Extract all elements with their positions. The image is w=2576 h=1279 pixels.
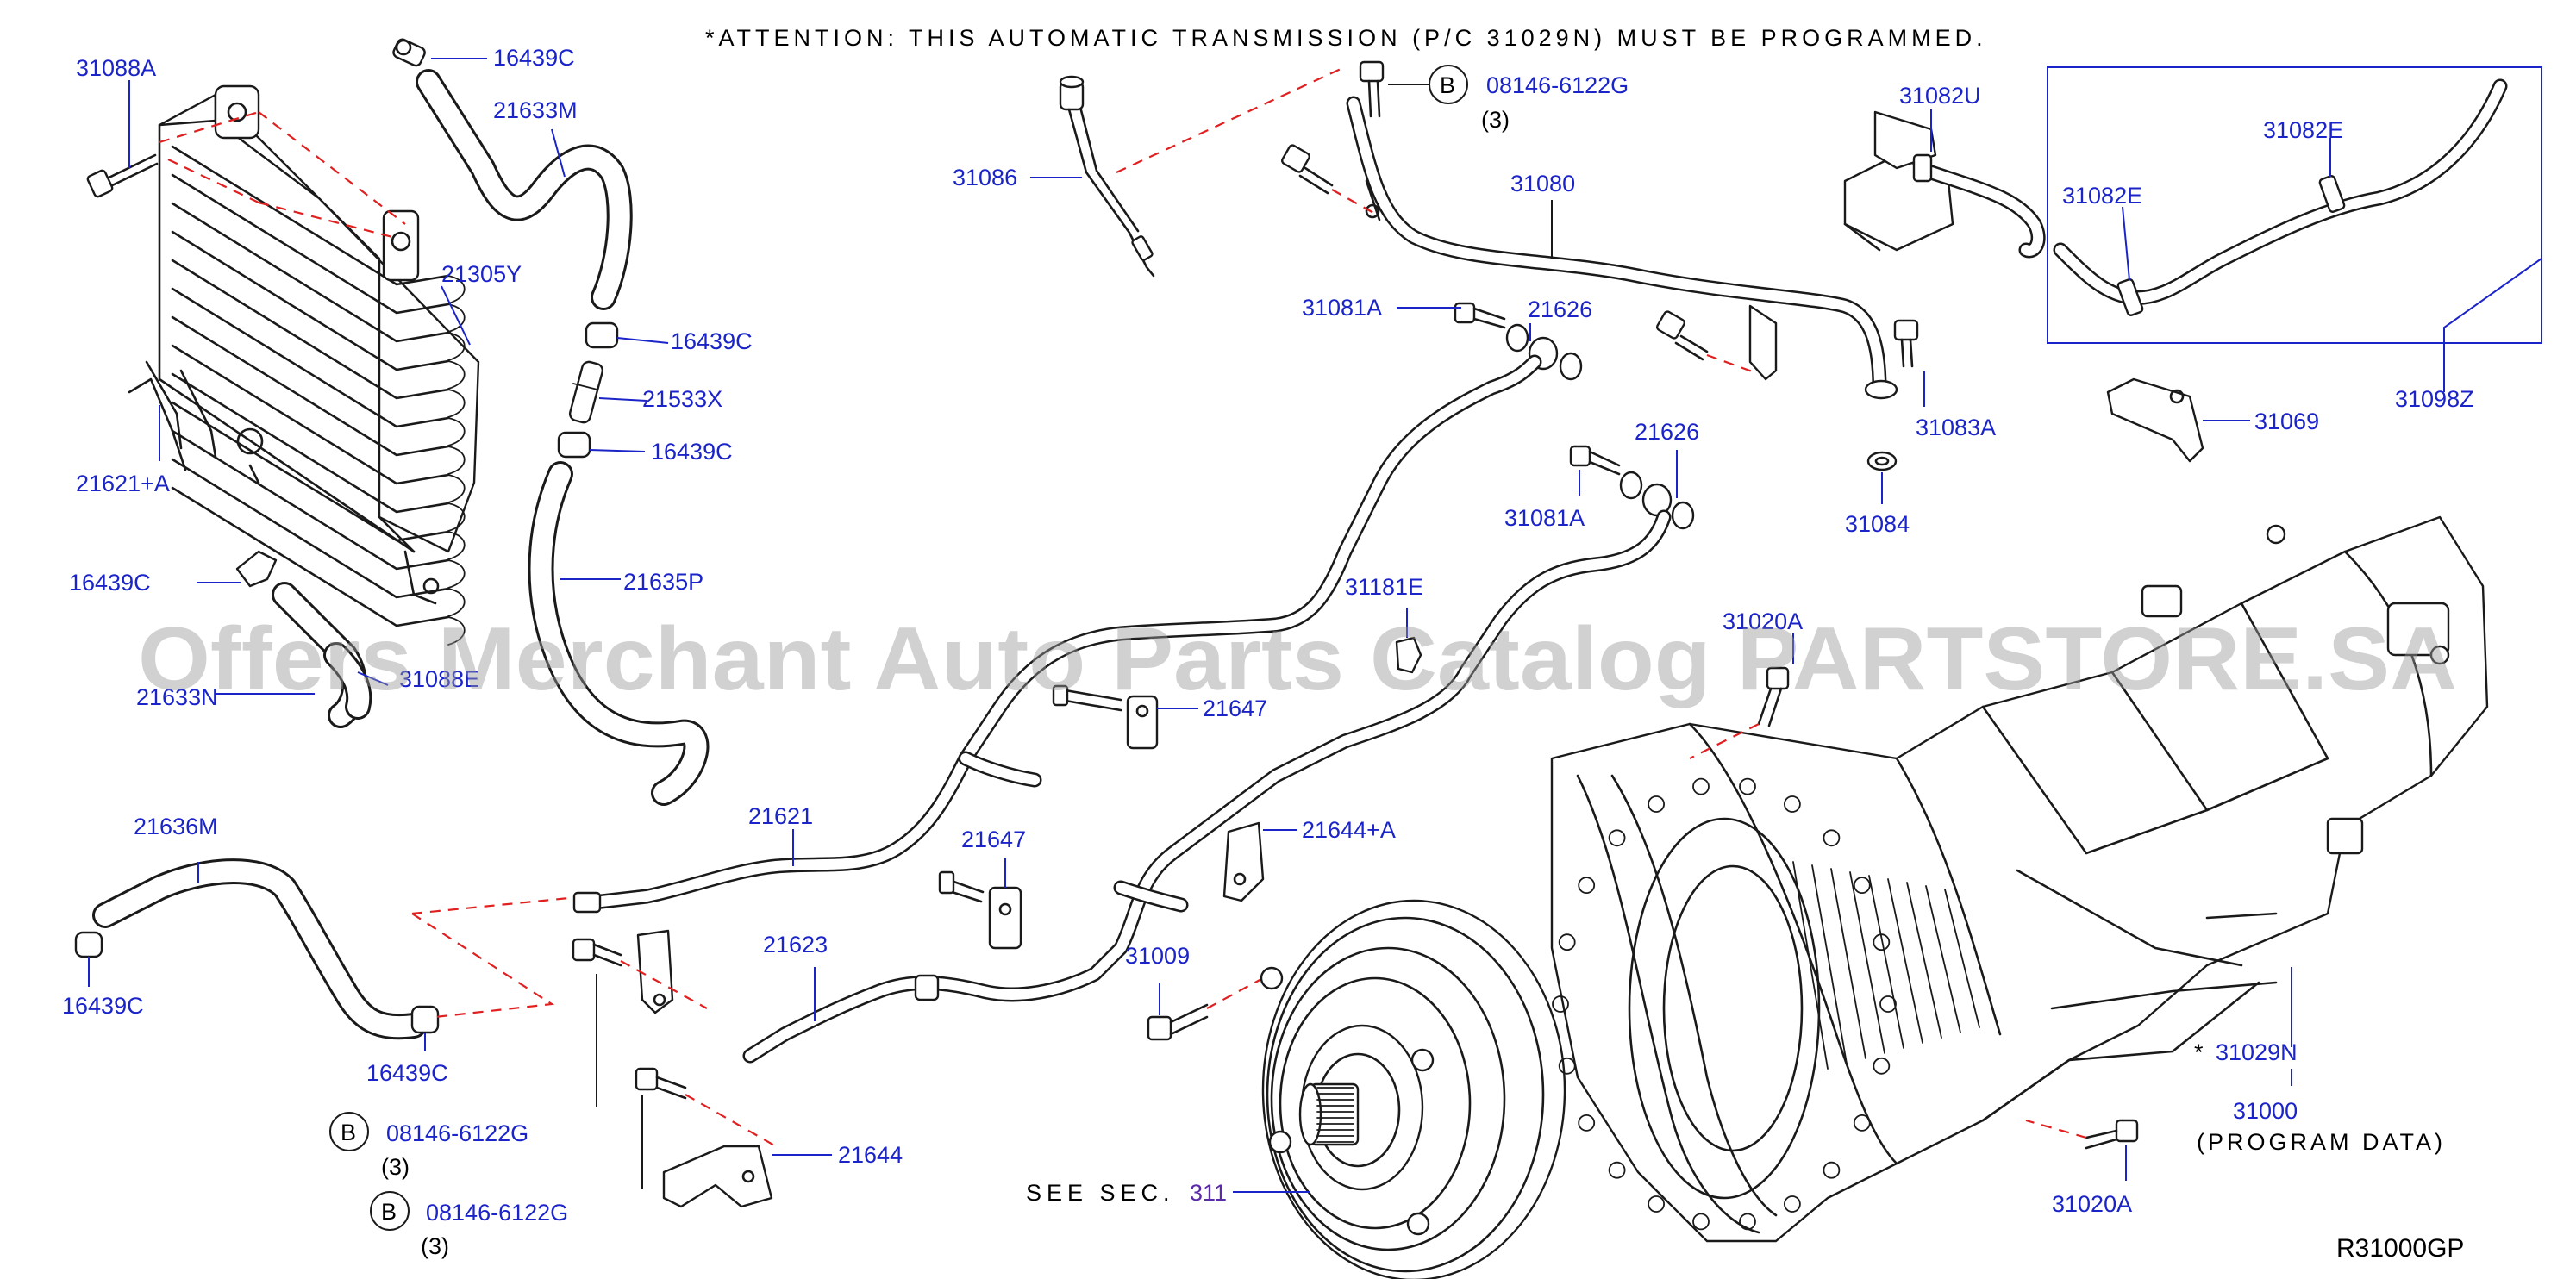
bracket-stack-bolt[interactable]	[572, 929, 674, 1014]
bolt-callout-b-1: B	[329, 1112, 369, 1151]
label-31082e-right: 31082E	[2263, 117, 2343, 143]
label-31020a-top: 31020A	[1723, 608, 1803, 634]
label-31181e: 31181E	[1345, 574, 1423, 600]
cooler-line-21621[interactable]	[572, 354, 1542, 914]
bolt-31020a-bottom[interactable]	[2085, 1119, 2139, 1150]
clip-31181e[interactable]	[1395, 636, 1422, 674]
clamp-16439c-bm[interactable]	[410, 1005, 440, 1034]
label-16439c-left: 16439C	[69, 570, 151, 596]
label-31082u: 31082U	[1899, 83, 1981, 109]
label-31009: 31009	[1125, 943, 1190, 969]
bolt-callout-b-top: B	[1429, 65, 1468, 104]
label-31080: 31080	[1510, 171, 1575, 197]
b-top-part: 08146-6122G	[1486, 72, 1629, 98]
diagram-code: R31000GP	[2336, 1234, 2464, 1263]
filler-tube-31080[interactable]	[1346, 96, 1898, 400]
oil-cooler-21305y[interactable]	[128, 84, 480, 646]
watermark-text: Offers Merchant Auto Parts Catalog PARTS…	[138, 609, 2457, 709]
circle-b-label-1: B	[341, 1120, 356, 1145]
see-sec-text: SEE SEC.	[1026, 1180, 1175, 1206]
clamp-16439c-left[interactable]	[235, 550, 278, 588]
b-top-qty: (3)	[1481, 107, 1510, 133]
label-16439c-a: 16439C	[671, 328, 753, 354]
label-21626-upper: 21626	[1528, 296, 1592, 322]
label-31088e: 31088E	[399, 666, 479, 692]
clamp-16439c-bl[interactable]	[74, 931, 103, 958]
label-31084: 31084	[1845, 511, 1910, 537]
label-21636m: 21636M	[134, 814, 218, 839]
label-16439c-bm: 16439C	[366, 1060, 448, 1086]
label-program-data: (PROGRAM DATA)	[2197, 1129, 2446, 1155]
torque-converter-311[interactable]	[1260, 899, 1566, 1279]
label-16439c-top: 16439C	[493, 45, 575, 71]
bolt-callout-b-2: B	[370, 1191, 410, 1231]
label-21647-upper: 21647	[1203, 696, 1267, 721]
clip-21647-lower[interactable]	[938, 870, 1022, 950]
ring-31084[interactable]	[1866, 451, 1898, 471]
bolt-31009[interactable]	[1147, 1003, 1209, 1041]
bolt-b-top[interactable]	[1359, 60, 1385, 118]
label-31069: 31069	[2254, 409, 2319, 434]
bracket-31082u[interactable]	[1843, 110, 2046, 259]
label-21633n: 21633N	[136, 684, 218, 710]
clamp-16439c-a[interactable]	[585, 321, 619, 349]
label-31029n: 31029N	[2216, 1039, 2298, 1065]
label-31098z: 31098Z	[2395, 386, 2474, 412]
bolt-filler-right[interactable]	[1656, 310, 1709, 361]
banjo-bolt-31081a-lower[interactable]	[1569, 445, 1695, 530]
label-31088a: 31088A	[76, 55, 156, 81]
hose-21635p[interactable]	[528, 461, 710, 806]
label-16439c-b: 16439C	[651, 439, 733, 465]
label-21621a: 21621+A	[76, 471, 170, 496]
inset-box	[2047, 66, 2542, 344]
circle-b-label-top: B	[1440, 72, 1455, 98]
label-16439c-bl: 16439C	[62, 993, 144, 1019]
hose-21633m[interactable]	[416, 69, 633, 310]
label-21305y: 21305Y	[441, 261, 522, 287]
cooler-line-21623[interactable]	[742, 509, 1672, 1064]
label-31081a-upper: 31081A	[1302, 295, 1382, 321]
label-31081a-lower: 31081A	[1504, 505, 1585, 531]
label-31000: 31000	[2233, 1098, 2298, 1124]
bracket-21644[interactable]	[635, 1067, 773, 1208]
clamp-16439c-top[interactable]	[392, 38, 427, 67]
bracket-31069[interactable]	[2106, 377, 2204, 463]
circle-b-label-2: B	[381, 1199, 397, 1225]
label-21635p: 21635P	[623, 569, 703, 595]
label-21644a: 21644+A	[1302, 817, 1396, 843]
label-21644: 21644	[838, 1142, 903, 1168]
label-311: 311	[1190, 1180, 1227, 1206]
label-21647-lower: 21647	[961, 827, 1026, 852]
label-21633m: 21633M	[493, 97, 578, 123]
bracket-21644a[interactable]	[1222, 821, 1265, 902]
dipstick-31086[interactable]	[1059, 75, 1155, 278]
label-31020a-bottom: 31020A	[2052, 1191, 2132, 1217]
label-21621: 21621	[748, 803, 813, 829]
transmission-31000[interactable]	[1550, 515, 2489, 1243]
label-21626-lower: 21626	[1635, 419, 1699, 445]
joint-21533x[interactable]	[568, 360, 604, 424]
bolt-31088a[interactable]	[86, 153, 159, 198]
label-21533x: 21533X	[642, 386, 722, 412]
label-21623: 21623	[763, 932, 828, 958]
clip-21647-upper[interactable]	[1052, 684, 1159, 750]
hose-21633n[interactable]	[272, 582, 372, 728]
breather-hose-31098z[interactable]	[2053, 78, 2508, 316]
label-31082e-left: 31082E	[2062, 183, 2142, 209]
hose-21636m[interactable]	[92, 858, 427, 1040]
label-31086: 31086	[953, 165, 1017, 190]
bolt-31020a-top[interactable]	[1757, 666, 1790, 727]
bolt-31083a[interactable]	[1893, 319, 1919, 368]
b1-part: 08146-6122G	[386, 1120, 528, 1146]
label-31083a: 31083A	[1916, 415, 1996, 440]
b2-part: 08146-6122G	[426, 1200, 568, 1226]
b1-qty: (3)	[381, 1154, 410, 1180]
star-31029n: *	[2194, 1039, 2204, 1065]
b2-qty: (3)	[421, 1233, 449, 1259]
attention-note: *ATTENTION: THIS AUTOMATIC TRANSMISSION …	[705, 25, 1987, 51]
bolt-filler-left[interactable]	[1281, 144, 1334, 195]
clamp-16439c-b[interactable]	[557, 431, 591, 459]
